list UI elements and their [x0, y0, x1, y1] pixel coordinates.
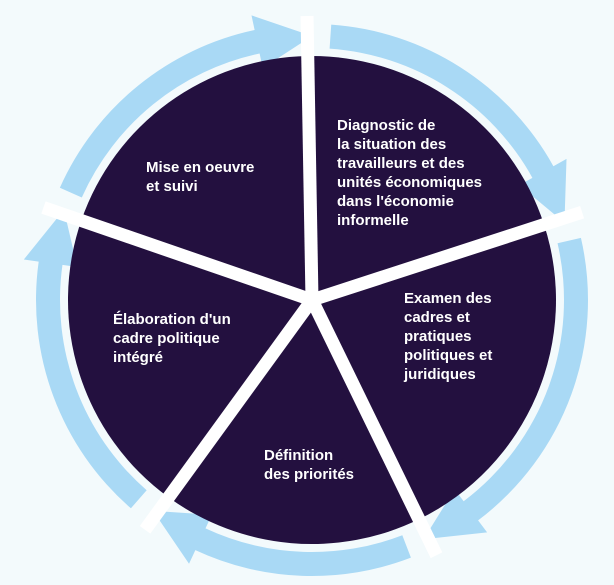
segment-elaboration: [67, 220, 312, 498]
segment-label-diagnostic: Diagnostic de la situation des travaille…: [337, 117, 483, 229]
arrow-to-mise-en-oeuvre: [23, 209, 147, 509]
segment-divider: [300, 15, 319, 301]
segment-definition: [168, 300, 419, 545]
segment-label-examen: Examen des cadres et pratiques politique…: [404, 290, 493, 383]
arrow-to-elaboration: [153, 510, 411, 577]
segment-divider: [41, 201, 315, 307]
segment-divider: [309, 206, 585, 307]
arrow-to-definition: [423, 237, 589, 540]
segment-dividers: [41, 15, 585, 559]
segment-label-definition: Définition des priorités: [264, 447, 355, 483]
cycle-arrows: [23, 15, 589, 577]
cycle-segments: [67, 56, 557, 545]
arrow-to-diagnostic: [59, 15, 312, 198]
segment-label-mise-en-oeuvre: Mise en oeuvre et suivi: [146, 159, 255, 195]
segment-examen: [312, 224, 557, 520]
segment-label-elaboration: Élaboration d'un cadre politique intégré: [113, 311, 231, 366]
arrow-to-examen: [329, 24, 567, 223]
segment-divider: [306, 297, 443, 559]
segment-divider: [139, 296, 318, 534]
